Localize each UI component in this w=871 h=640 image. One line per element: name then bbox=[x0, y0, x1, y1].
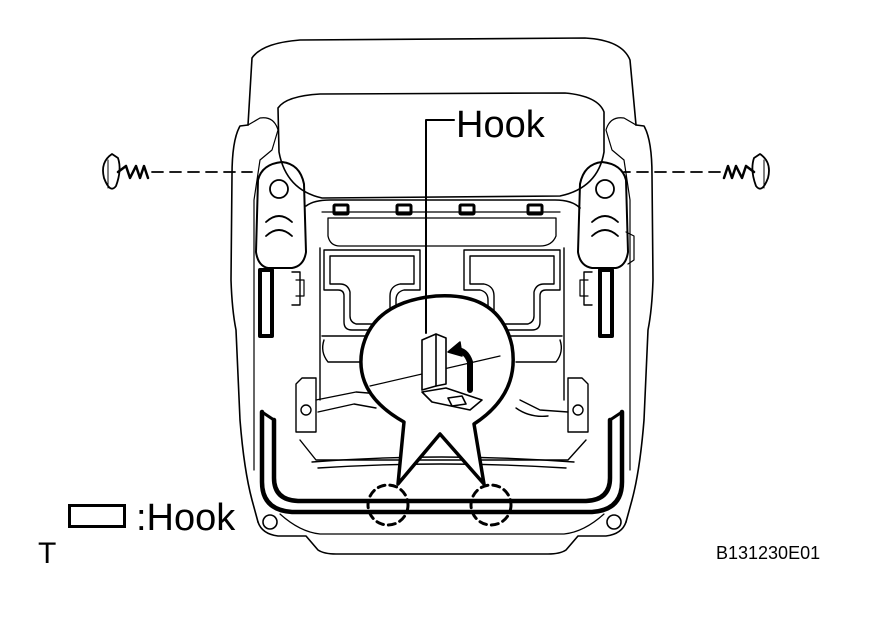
top-hook-1 bbox=[332, 203, 350, 216]
right-bolt bbox=[606, 514, 622, 530]
left-hinge-bracket bbox=[255, 161, 307, 306]
hook-location-left bbox=[366, 483, 410, 527]
corner-mark: T bbox=[38, 537, 57, 570]
right-clip-icon bbox=[722, 153, 770, 190]
left-clip-icon bbox=[102, 153, 150, 190]
seat-cushion-bottom bbox=[257, 521, 627, 555]
frame-rod-inner bbox=[271, 417, 613, 504]
right-side-hook bbox=[598, 268, 614, 338]
magnified-hook-detail bbox=[369, 333, 501, 411]
hook-callout-label: Hook bbox=[456, 104, 545, 146]
frame-rod-outer bbox=[259, 409, 625, 515]
hook-legend-swatch bbox=[68, 504, 126, 528]
right-hinge-bracket bbox=[577, 161, 635, 306]
left-side-bolster bbox=[230, 124, 259, 523]
figure-code: B131230E01 bbox=[716, 543, 821, 563]
hook-leader-line bbox=[425, 119, 455, 334]
left-bolt bbox=[262, 514, 278, 530]
seatback-top-pad bbox=[277, 92, 605, 199]
left-side-hook bbox=[258, 268, 274, 338]
top-hook-2 bbox=[395, 203, 413, 216]
hook-location-right bbox=[469, 483, 513, 527]
top-cross-member bbox=[305, 199, 581, 209]
seatback-outer-shell bbox=[247, 37, 637, 126]
seat-spring-grid bbox=[319, 247, 565, 401]
right-side-bolster bbox=[625, 124, 654, 523]
top-hook-4 bbox=[526, 203, 544, 216]
lower-frame bbox=[295, 377, 589, 469]
top-hook-3 bbox=[458, 203, 476, 216]
hook-legend-label: :Hook bbox=[136, 497, 236, 539]
